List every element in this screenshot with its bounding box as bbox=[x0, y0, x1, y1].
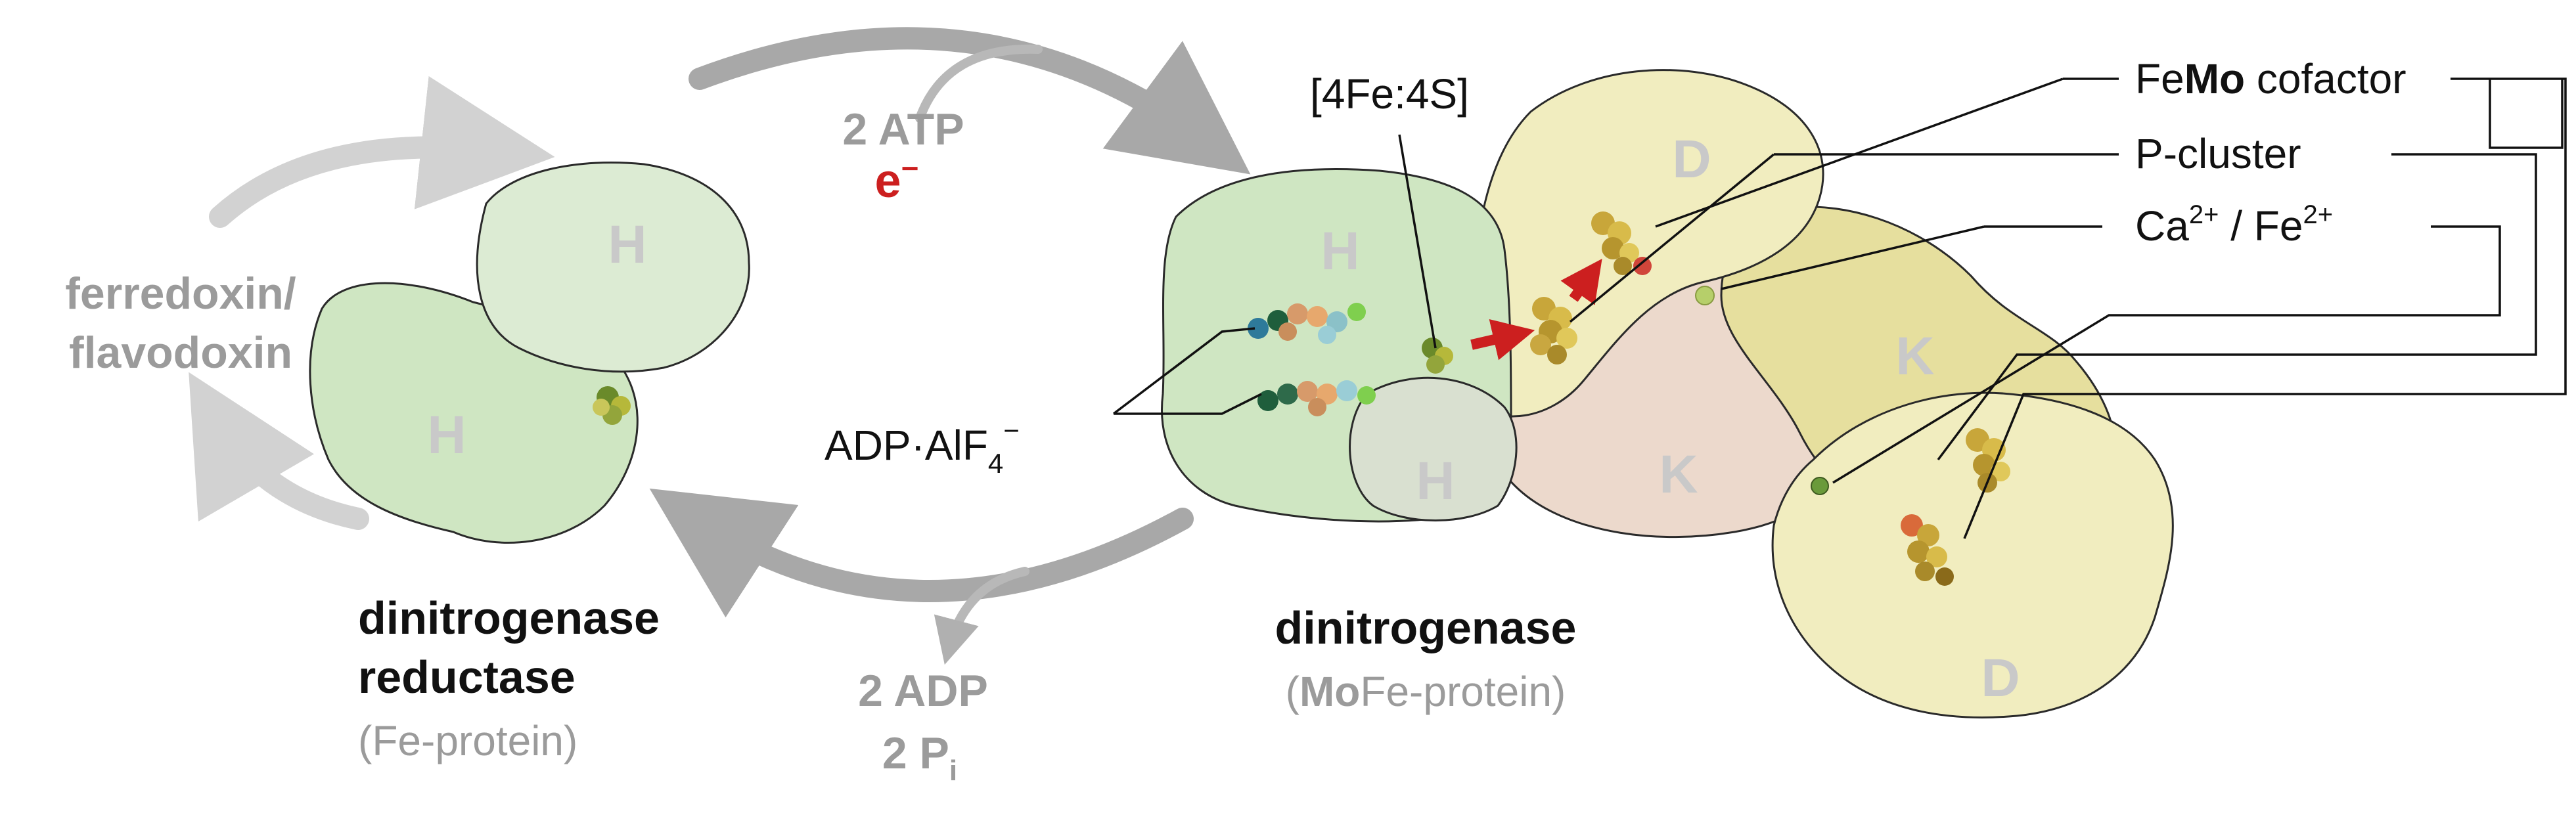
fe4s4-label: [4Fe:4S] bbox=[1310, 70, 1469, 118]
subunit-label: H bbox=[1416, 451, 1455, 511]
adp-alf4-molecule-bottom-icon bbox=[1257, 380, 1376, 416]
leader-pcluster-tip bbox=[1569, 153, 1775, 323]
subunit-label: K bbox=[1895, 326, 1934, 386]
adp-label: 2 ADP bbox=[858, 666, 988, 716]
d-subunit-lower bbox=[1771, 391, 2174, 718]
electron-label: e− bbox=[875, 151, 919, 208]
leader-adp-alf4-top bbox=[1112, 327, 1255, 415]
ca-fe-label: Ca2+ / Fe2+ bbox=[2135, 200, 2333, 250]
adp-alf4-molecule-top-icon bbox=[1248, 303, 1366, 344]
leader-pcluster-right bbox=[1937, 153, 2537, 461]
arrow-adp-output bbox=[934, 567, 1029, 665]
cycle-labels: ferredoxin/ flavodoxin 2 ATP e− 2 ADP 2 … bbox=[65, 104, 988, 787]
reductase-title-line2: reductase bbox=[358, 651, 576, 703]
femo-cofactor-icon bbox=[1591, 211, 1652, 275]
fe4s4-cluster-bound-icon bbox=[1422, 338, 1453, 374]
ferredoxin-label: ferredoxin/ bbox=[65, 269, 296, 319]
leader-femo bbox=[2489, 79, 2564, 149]
reductase-title-line1: dinitrogenase bbox=[358, 592, 660, 644]
reductase-subtitle: (Fe-protein) bbox=[358, 717, 577, 764]
p-cluster-label: P-cluster bbox=[2135, 130, 2301, 177]
leader-fe4s4 bbox=[1398, 134, 1437, 349]
pi-label: 2 Pi bbox=[882, 728, 957, 787]
fe-protein-subunit-top bbox=[476, 162, 750, 373]
atp-label: 2 ATP bbox=[842, 104, 964, 154]
protein-titles: dinitrogenase reductase (Fe-protein) din… bbox=[358, 592, 1576, 764]
fe4s4-cluster-icon bbox=[593, 386, 631, 425]
leader-femo-right bbox=[1963, 77, 2567, 539]
leader-femo-tip bbox=[1655, 77, 2064, 228]
dinitrogenase-title: dinitrogenase bbox=[1275, 602, 1577, 653]
subunit-label: H bbox=[608, 215, 646, 275]
ca-fe-ion-icon bbox=[1695, 286, 1715, 305]
leader-ca-tip bbox=[1721, 225, 1985, 290]
fe-protein-left: H H bbox=[309, 162, 750, 544]
component-labels: [4Fe:4S] ADP·AlF4− FeMo cofactor P-clust… bbox=[825, 55, 2407, 479]
arrow-bottom-to-reductase bbox=[649, 488, 1194, 618]
arrow-ferredoxin-in bbox=[209, 76, 555, 228]
subunit-label: D bbox=[1672, 129, 1711, 189]
leader-adp-alf4 bbox=[1114, 393, 1262, 415]
femo-cofactor-lower-icon bbox=[1901, 514, 1954, 586]
arrow-top-to-complex bbox=[689, 27, 1251, 175]
electron-transfer-arrow-1 bbox=[1470, 319, 1535, 361]
adp-alf4-label: ADP·AlF4− bbox=[825, 415, 1020, 479]
subunit-label: D bbox=[1981, 648, 2020, 708]
p-cluster-icon bbox=[1530, 297, 1577, 364]
femo-cofactor-label: FeMo cofactor bbox=[2135, 55, 2407, 102]
flavodoxin-label: flavodoxin bbox=[69, 328, 292, 378]
electron-transfer-arrow-2 bbox=[1560, 258, 1602, 305]
nitrogenase-complex: H H D K K D bbox=[1161, 69, 2174, 718]
subunit-label: H bbox=[1321, 221, 1359, 281]
leader-ca-right bbox=[1832, 225, 2501, 484]
arrow-ferredoxin-out bbox=[189, 372, 369, 530]
dinitrogenase-subtitle: (MoFe-protein) bbox=[1286, 668, 1566, 715]
fe-protein-bound-back bbox=[1349, 376, 1518, 521]
p-cluster-lower-icon bbox=[1966, 428, 2010, 493]
subunit-label: K bbox=[1659, 445, 1698, 504]
arrow-atp-input bbox=[915, 44, 1043, 123]
subunit-label: H bbox=[427, 405, 466, 465]
leader-lines bbox=[1112, 77, 2567, 539]
cycle-arrows bbox=[189, 27, 1251, 665]
ca-fe-ion-icon bbox=[1811, 477, 1829, 495]
